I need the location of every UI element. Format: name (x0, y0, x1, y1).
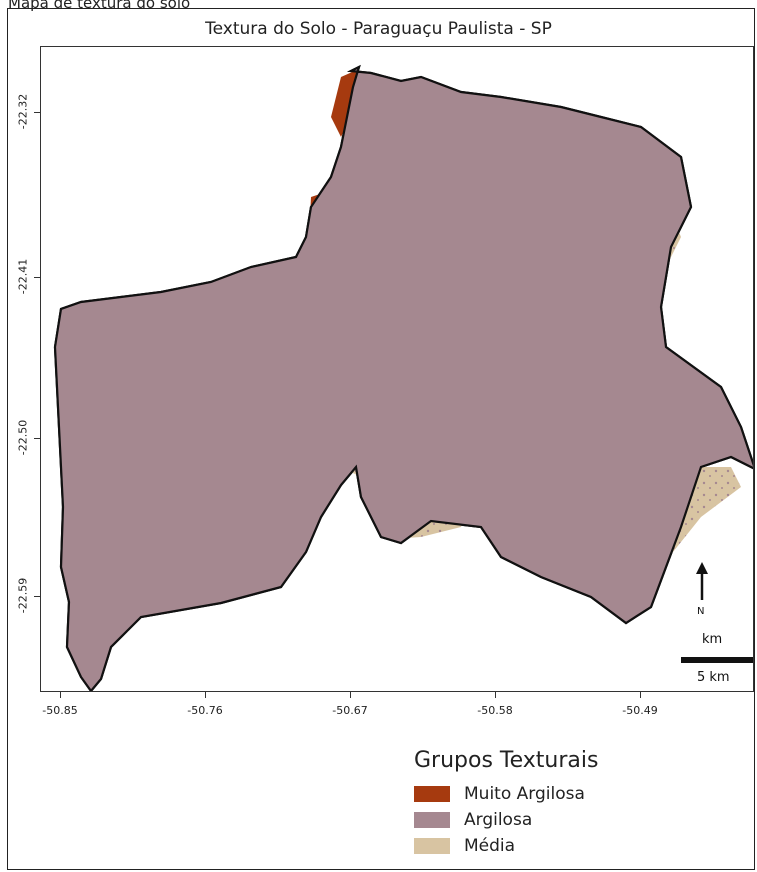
legend: Grupos Texturais Muito Argilosa Argilosa… (414, 748, 598, 859)
legend-label: Média (464, 836, 516, 856)
y-tick-mark (34, 112, 40, 113)
y-tick-label: -22.32 (16, 93, 30, 130)
scale-label: 5 km (697, 670, 730, 685)
figure-frame (7, 8, 755, 870)
x-tick-mark (60, 692, 61, 698)
x-tick-mark (350, 692, 351, 698)
y-tick-mark (34, 596, 40, 597)
y-tick-label: -22.59 (16, 577, 30, 614)
legend-swatch (414, 786, 450, 802)
legend-item: Média (414, 833, 598, 859)
legend-item: Muito Argilosa (414, 781, 598, 807)
scale-unit: km (702, 632, 723, 647)
y-tick-mark (34, 438, 40, 439)
legend-item: Argilosa (414, 807, 598, 833)
legend-label: Muito Argilosa (464, 784, 585, 804)
north-label: N (697, 606, 705, 617)
x-tick-label: -50.49 (622, 704, 658, 717)
x-tick-mark (495, 692, 496, 698)
x-tick-label: -50.67 (332, 704, 368, 717)
y-tick-label: -22.41 (16, 258, 30, 295)
figure-caption: Mapa de textura do solo (8, 0, 191, 12)
legend-title: Grupos Texturais (414, 748, 599, 773)
y-tick-label: -22.50 (16, 419, 30, 456)
x-tick-label: -50.76 (187, 704, 223, 717)
x-tick-mark (205, 692, 206, 698)
map-title: Textura do Solo - Paraguaçu Paulista - S… (205, 19, 552, 39)
legend-label: Argilosa (464, 810, 533, 830)
y-tick-mark (34, 277, 40, 278)
map-area (40, 46, 754, 692)
north-arrow-icon (696, 562, 708, 600)
soil-texture-map (53, 64, 753, 691)
x-tick-label: -50.85 (42, 704, 78, 717)
scale-bar (681, 657, 753, 663)
legend-swatch (414, 838, 450, 854)
legend-swatch (414, 812, 450, 828)
x-tick-label: -50.58 (477, 704, 513, 717)
x-tick-mark (640, 692, 641, 698)
